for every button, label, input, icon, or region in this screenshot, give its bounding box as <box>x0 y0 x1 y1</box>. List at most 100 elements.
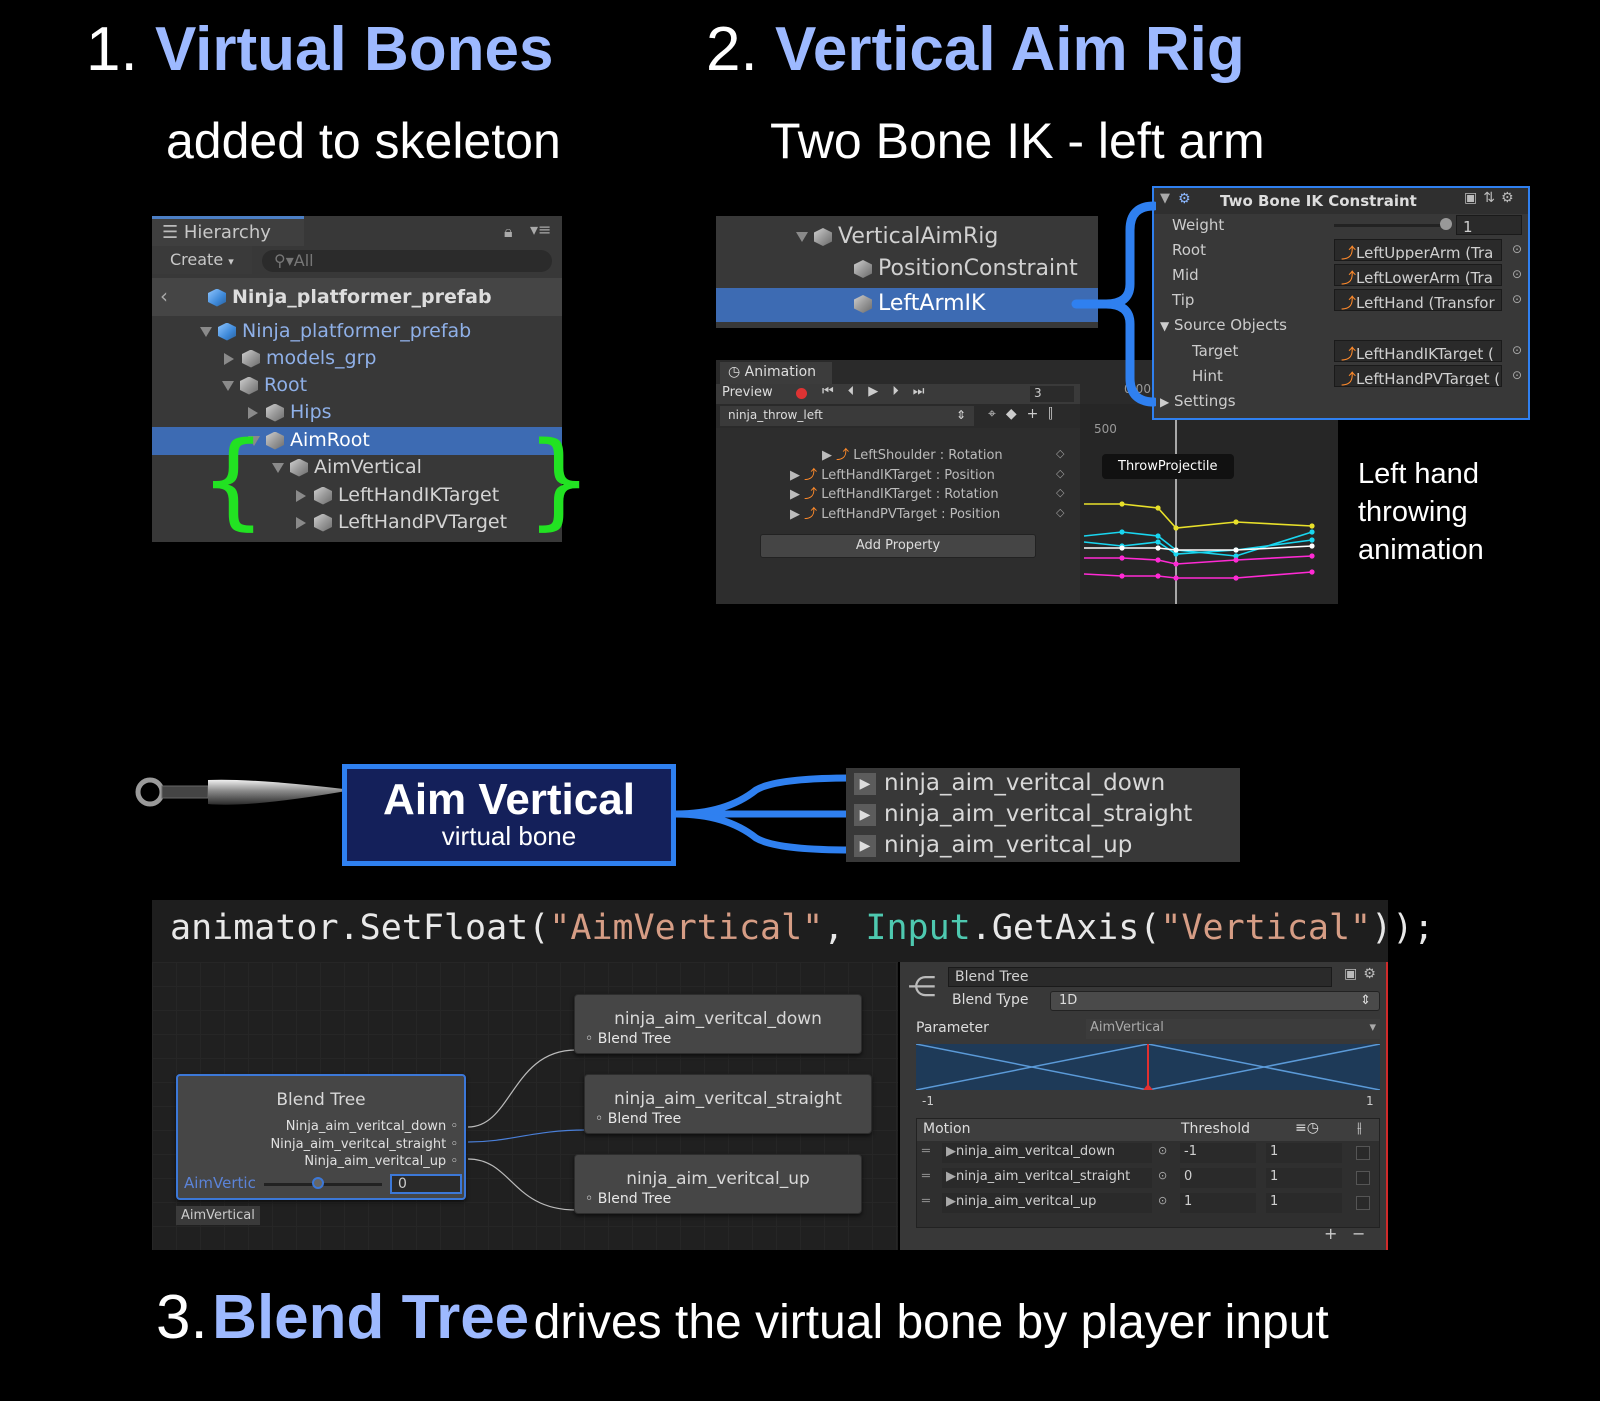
threshold-field[interactable]: -1 <box>1180 1143 1256 1163</box>
tree-item-lefthandpvtarget[interactable]: LeftHandPVTarget <box>296 511 507 533</box>
threshold-field[interactable]: 0 <box>1180 1168 1256 1188</box>
collapsed-arrow-icon[interactable] <box>248 406 258 419</box>
transport-icons[interactable]: ⏮⏴▶⏵⏭ <box>822 384 939 399</box>
speed-field[interactable]: 1 <box>1266 1143 1342 1163</box>
rig-row-selected[interactable] <box>716 288 1098 322</box>
property-row[interactable]: ▶ ⤴ LeftShoulder : Rotation <box>822 444 1003 463</box>
add-property-button[interactable]: Add Property <box>760 534 1036 558</box>
remove-motion-button[interactable]: − <box>1352 1224 1366 1243</box>
object-picker-icon[interactable]: ⊙ <box>1512 242 1523 256</box>
hint-field[interactable]: ⤴LeftHandPVTarget ( <box>1334 365 1502 387</box>
object-picker-icon[interactable]: ⊙ <box>1158 1194 1168 1207</box>
blend-tree-node[interactable]: Blend Tree Ninja_aim_veritcal_down ◦ Nin… <box>176 1074 466 1200</box>
object-picker-icon[interactable]: ⊙ <box>1512 343 1523 357</box>
param-slider-thumb[interactable] <box>312 1177 324 1189</box>
expand-arrow-icon[interactable] <box>222 380 234 391</box>
weight-slider-thumb[interactable] <box>1440 218 1452 230</box>
source-objects-foldout[interactable]: ▼ Source Objects <box>1160 316 1287 334</box>
expand-arrow-icon[interactable] <box>272 462 284 473</box>
keyframe-icons[interactable]: ⌖◆+⫿ <box>988 406 1063 422</box>
collapsed-arrow-icon[interactable] <box>296 516 306 529</box>
clip-node-up[interactable]: ninja_aim_veritcal_up ◦ Blend Tree <box>574 1154 862 1214</box>
tree-item-hips[interactable]: Hips <box>248 401 332 423</box>
collapsed-arrow-icon[interactable]: ▶ <box>790 487 800 502</box>
inspector-header-icons[interactable]: ▣⚙ <box>1344 966 1382 982</box>
preview-button[interactable]: Preview <box>722 385 773 400</box>
curve-area[interactable]: 500 0:00 ThrowProjectile <box>1080 382 1338 604</box>
tree-item-root[interactable]: Root <box>222 374 307 396</box>
property-row[interactable]: ▶ ⤴ LeftHandIKTarget : Rotation <box>790 483 999 502</box>
clip-item-straight[interactable]: ▶ninja_aim_veritcal_straight <box>854 801 1192 827</box>
settings-foldout[interactable]: ▶ Settings <box>1160 392 1236 410</box>
object-picker-icon[interactable]: ⊙ <box>1158 1169 1168 1182</box>
animation-tab[interactable]: ◷ Animation <box>720 362 832 384</box>
collapsed-arrow-icon[interactable] <box>296 489 306 502</box>
menu-icon[interactable]: ▾≡ <box>530 220 552 239</box>
expand-arrow-icon[interactable] <box>796 232 808 242</box>
collapsed-arrow-icon[interactable]: ▶ <box>790 468 800 483</box>
motion-field[interactable]: ▶ninja_aim_veritcal_up <box>942 1193 1152 1213</box>
add-motion-button[interactable]: + <box>1324 1224 1338 1243</box>
blend-output[interactable]: Ninja_aim_veritcal_straight ◦ <box>270 1136 458 1152</box>
root-field[interactable]: ⤴LeftUpperArm (Tra <box>1334 239 1502 261</box>
lock-icon[interactable]: 🔒︎ <box>504 222 513 241</box>
speed-field[interactable]: 1 <box>1266 1168 1342 1188</box>
param-value-field[interactable]: 0 <box>390 1174 462 1194</box>
collapsed-arrow-icon[interactable]: ▶ <box>790 507 800 522</box>
record-button[interactable] <box>796 388 807 399</box>
target-field[interactable]: ⤴LeftHandIKTarget ( <box>1334 340 1502 362</box>
mid-field[interactable]: ⤴LeftLowerArm (Tra <box>1334 264 1502 286</box>
expand-arrow-icon[interactable] <box>248 435 260 446</box>
create-dropdown[interactable]: Create ▾ <box>152 246 252 274</box>
mirror-checkbox[interactable] <box>1356 1171 1370 1185</box>
blend-weights-graph[interactable] <box>916 1044 1380 1090</box>
frame-field[interactable]: 3 <box>1030 386 1074 402</box>
property-row[interactable]: ▶ ⤴ LeftHandPVTarget : Position <box>790 503 1000 522</box>
object-picker-icon[interactable]: ⊙ <box>1512 292 1523 306</box>
drag-handle-icon[interactable]: ═ <box>922 1194 930 1209</box>
blend-output[interactable]: Ninja_aim_veritcal_up ◦ <box>304 1154 458 1169</box>
tree-item-prefab[interactable]: Ninja_platformer_prefab <box>200 320 471 342</box>
blend-type-dropdown[interactable]: 1D⇕ <box>1050 991 1380 1011</box>
parameter-dropdown[interactable]: AimVertical▾ <box>1086 1019 1380 1039</box>
animator-graph[interactable]: Blend Tree Ninja_aim_veritcal_down ◦ Nin… <box>152 962 898 1250</box>
weight-field[interactable]: 1 <box>1456 215 1522 235</box>
expand-arrow-icon[interactable]: ▼ <box>1160 319 1170 333</box>
drag-handle-icon[interactable]: ═ <box>922 1169 930 1184</box>
clip-dropdown[interactable]: ninja_throw_left⇕ <box>720 406 974 426</box>
motion-field[interactable]: ▶ninja_aim_veritcal_straight <box>942 1168 1152 1188</box>
mirror-checkbox[interactable] <box>1356 1196 1370 1210</box>
speed-field[interactable]: 1 <box>1266 1193 1342 1213</box>
object-picker-icon[interactable]: ⊙ <box>1512 368 1523 382</box>
clip-node-straight[interactable]: ninja_aim_veritcal_straight ◦ Blend Tree <box>584 1074 872 1134</box>
motion-field[interactable]: ▶ninja_aim_veritcal_down <box>942 1143 1152 1163</box>
weight-slider-track[interactable] <box>1334 224 1444 227</box>
clip-node-down[interactable]: ninja_aim_veritcal_down ◦ Blend Tree <box>574 994 862 1054</box>
rig-item-verticalaimrig[interactable]: VerticalAimRig <box>796 224 998 249</box>
collapse-arrow-icon[interactable]: ▼ <box>1160 191 1170 206</box>
compute-thresholds-icon[interactable]: ≡◷ <box>1295 1120 1319 1136</box>
clip-item-up[interactable]: ▶ninja_aim_veritcal_up <box>854 832 1132 858</box>
rig-item-leftarmik[interactable]: LeftArmIK <box>854 291 985 316</box>
hierarchy-tab[interactable]: ☰ Hierarchy <box>152 216 304 246</box>
object-picker-icon[interactable]: ⊙ <box>1158 1144 1168 1157</box>
drag-handle-icon[interactable]: ═ <box>922 1144 930 1159</box>
tree-item-aimroot[interactable]: AimRoot <box>248 429 370 451</box>
tree-row-selected[interactable] <box>152 427 562 455</box>
header-icons[interactable]: ▣⇅⚙ <box>1464 190 1520 206</box>
collapsed-arrow-icon[interactable]: ▶ <box>822 448 832 463</box>
property-row[interactable]: ▶ ⤴ LeftHandIKTarget : Position <box>790 464 995 483</box>
mirror-checkbox[interactable] <box>1356 1146 1370 1160</box>
tree-item-models-grp[interactable]: models_grp <box>224 347 377 369</box>
back-chevron-icon[interactable]: ‹ <box>160 284 168 308</box>
mirror-icon[interactable]: ⫲ <box>1357 1120 1362 1136</box>
blend-output[interactable]: Ninja_aim_veritcal_down ◦ <box>285 1119 458 1134</box>
rig-item-positionconstraint[interactable]: PositionConstraint <box>854 256 1078 281</box>
expand-arrow-icon[interactable] <box>200 326 212 337</box>
collapsed-arrow-icon[interactable]: ▶ <box>1160 395 1170 409</box>
object-picker-icon[interactable]: ⊙ <box>1512 267 1523 281</box>
hierarchy-search-input[interactable]: ⚲▾All <box>262 250 552 272</box>
blend-tree-name-field[interactable]: Blend Tree <box>948 967 1332 987</box>
